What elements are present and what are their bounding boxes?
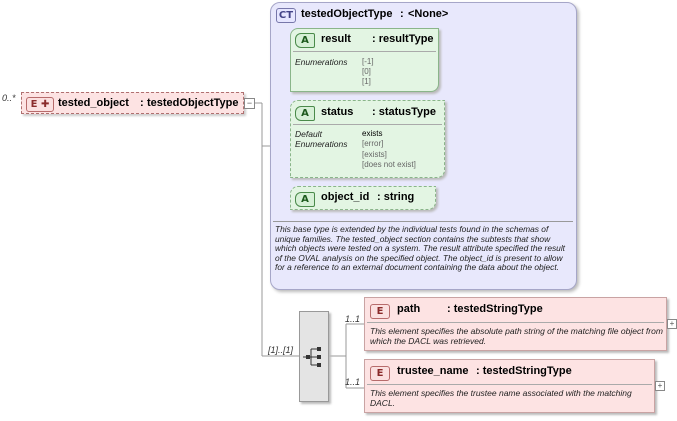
element-icon: E ✚ [26,97,54,112]
attribute-type: : resultType [372,33,434,45]
element-icon: E [370,304,390,319]
collapse-toggle-icon[interactable]: − [244,98,255,109]
enumerations-label: Enumerations [295,139,348,149]
attribute-name: object_id [321,191,370,203]
attribute-name: result [321,33,351,45]
element-name: trustee_name [397,365,469,377]
element-type: : testedStringType [476,365,572,377]
attribute-icon: A [295,192,315,207]
element-divider [367,384,652,385]
element-badge-text: E [30,99,38,110]
complex-type-icon: CT [276,8,296,23]
enum-value: [exists] [362,149,387,159]
element-trustee-name-box[interactable]: E trustee_name : testedStringType This e… [364,359,655,413]
expand-plus-icon: ✚ [37,99,50,110]
attribute-result-box[interactable]: A result : resultType Enumerations [-1] … [290,28,439,92]
complex-type-base: <None> [408,8,449,20]
attribute-divider [293,51,436,52]
default-label: Default [295,129,322,139]
default-value: exists [362,129,383,138]
root-element-name: tested_object [58,97,129,109]
enum-value: [does not exist] [362,160,416,169]
root-element-box[interactable]: E ✚ tested_object : testedObjectType [21,92,244,114]
attribute-object-id-box[interactable]: A object_id : string [290,186,436,210]
complex-type-name: testedObjectType [301,8,393,20]
root-type-separator: : [140,97,144,109]
enum-value: [1] [362,77,371,86]
complex-type-separator: : [400,8,404,20]
attribute-icon: A [295,33,315,48]
attribute-icon: A [295,106,315,121]
enum-value: [0] [362,67,371,76]
expand-plus-icon[interactable]: + [655,381,665,391]
attribute-divider [293,124,442,125]
element-description: This element specifies the absolute path… [370,326,663,346]
sequence-compositor[interactable] [299,311,329,402]
element-path-box[interactable]: E path : testedStringType This element s… [364,297,667,351]
sequence-cardinality: [1]..[1] [268,345,294,355]
attribute-name: status [321,106,354,118]
attribute-status-box[interactable]: A status : statusType Default exists Enu… [290,100,445,178]
enumerations-label: Enumerations [295,57,348,67]
element-icon: E [370,366,390,381]
element-type: : testedStringType [447,303,543,315]
sequence-icon [303,347,321,367]
complex-type-description: This base type is extended by the indivi… [275,224,566,273]
element-divider [367,322,664,323]
root-cardinality: 0..* [2,93,16,103]
element-name: path [397,303,421,315]
expand-plus-icon[interactable]: + [667,319,677,329]
element-description: This element specifies the trustee name … [370,388,632,408]
attribute-type: : statusType [372,106,436,118]
enum-value: [-1] [362,57,374,66]
element-cardinality: 1..1 [345,377,361,387]
root-element-type: testedObjectType [147,97,239,109]
complex-type-divider [273,221,573,222]
attribute-type: : string [377,191,415,203]
enum-value: [error] [362,139,384,148]
element-cardinality: 1..1 [345,314,361,324]
